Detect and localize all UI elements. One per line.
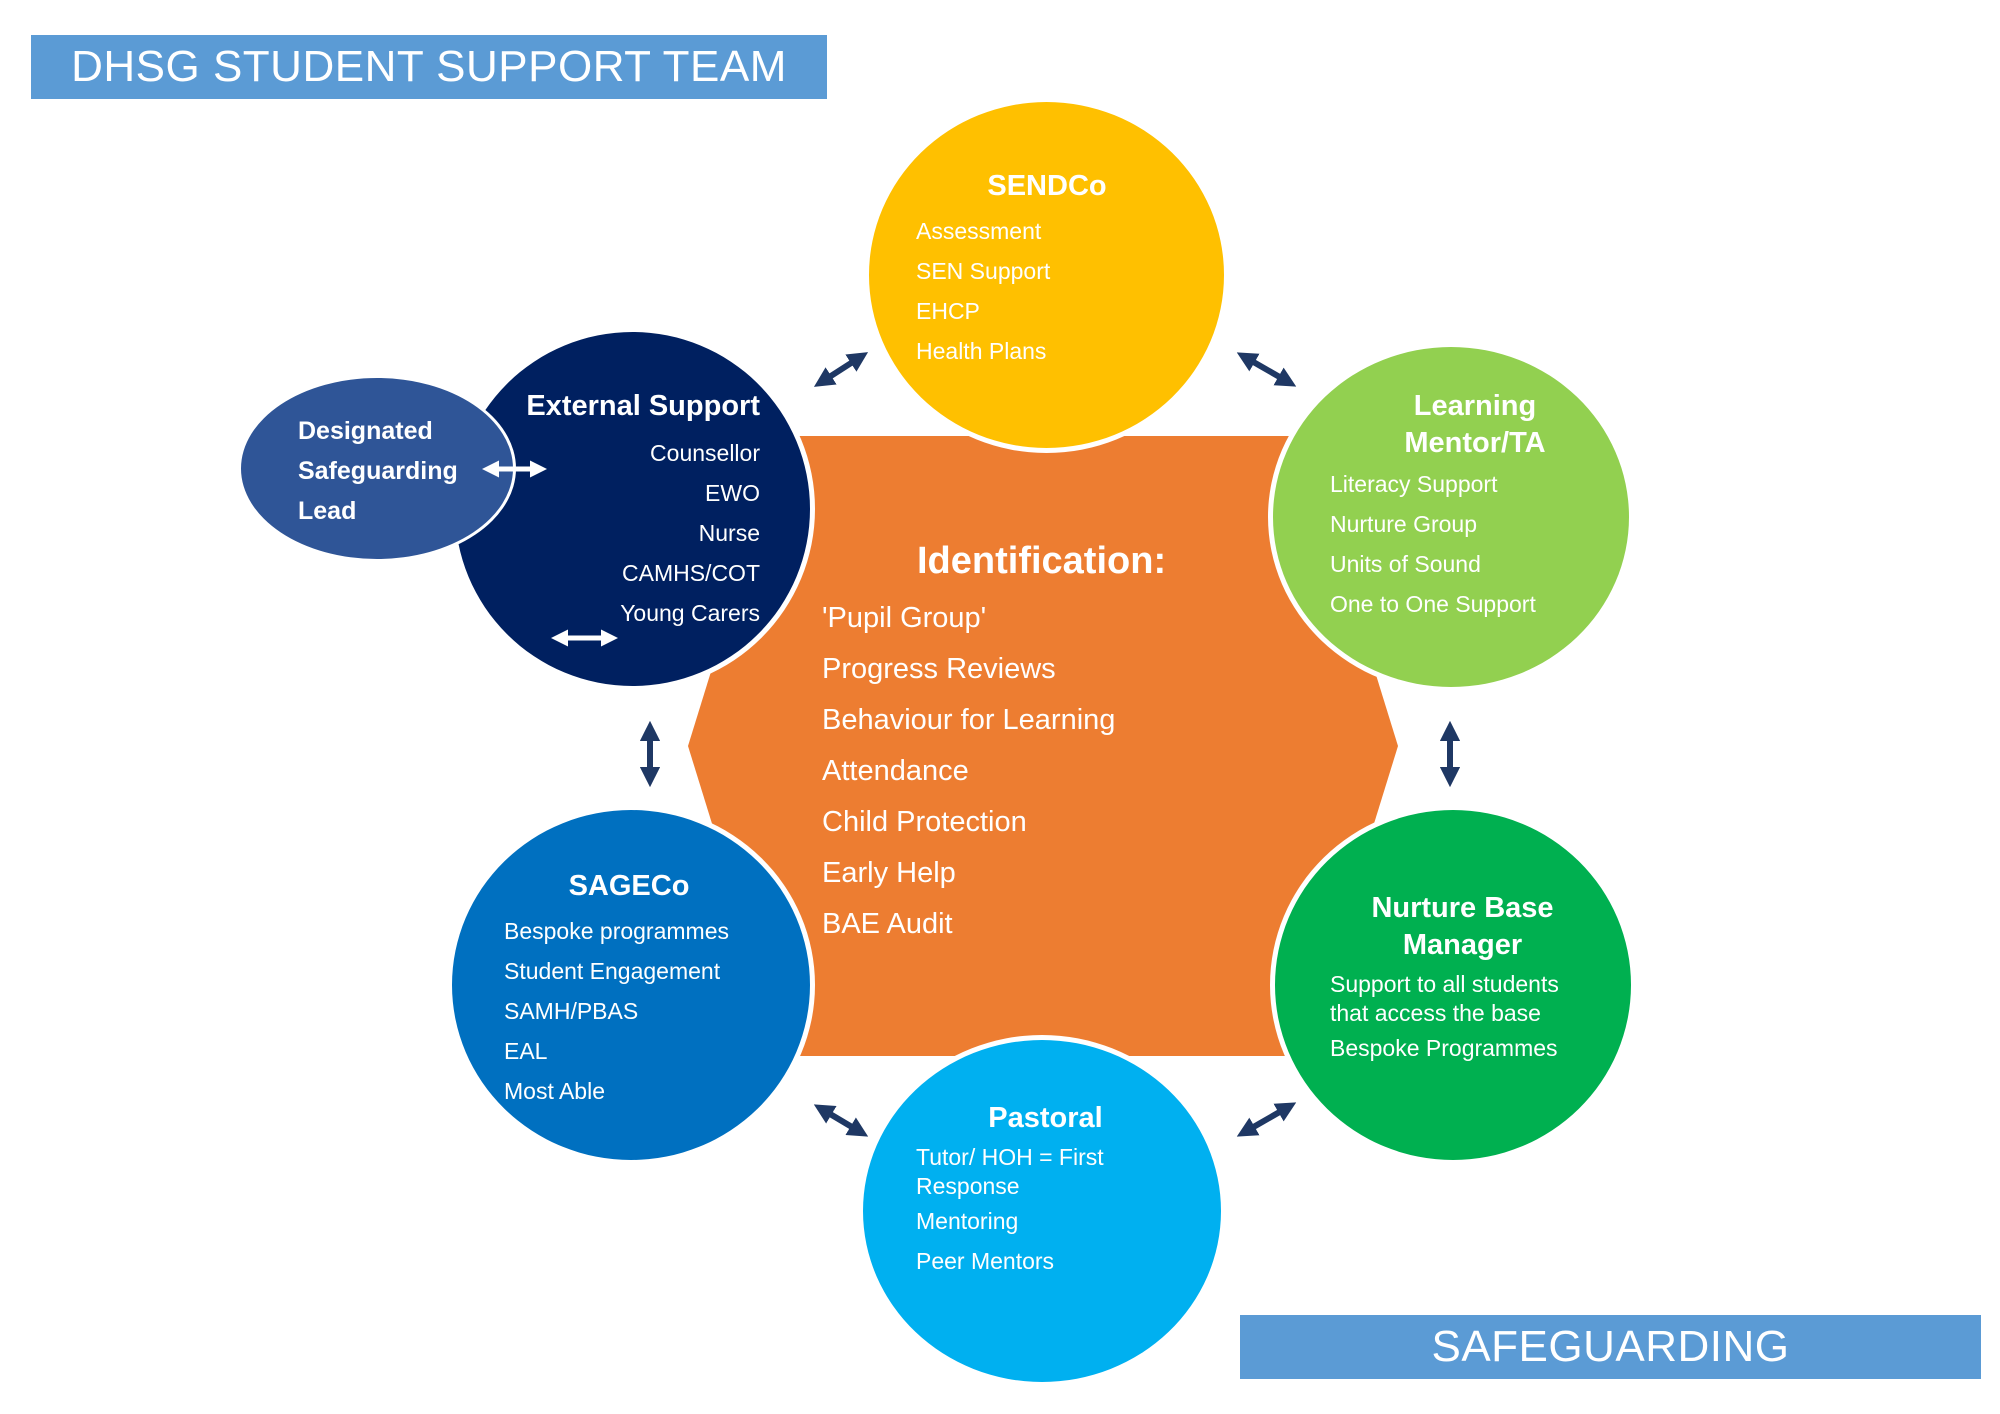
identification-item: Progress Reviews [822, 653, 1056, 685]
identification-item: Behaviour for Learning [822, 704, 1116, 736]
sendco-item: Health Plans [916, 338, 1047, 364]
identification-text: Identification: 'Pupil Group' Progress R… [822, 540, 1166, 950]
double-arrow-icon [1236, 1102, 1297, 1137]
safeguarding-banner: SAFEGUARDING [1240, 1315, 1981, 1379]
nurture-base-item-line: that access the base [1330, 1000, 1541, 1026]
pastoral-item-line: Tutor/ HOH = First [916, 1144, 1104, 1170]
learning-mentor-text: Learning Mentor/TA Literacy Support Nurt… [1330, 388, 1590, 624]
identification-item: Early Help [822, 857, 956, 889]
nurture-base-circle [1270, 805, 1636, 1165]
external-support-item: Nurse [698, 520, 760, 546]
sendco-item: SEN Support [916, 258, 1051, 284]
nurture-base-title-line2: Manager [1402, 929, 1523, 961]
external-support-item: Counsellor [650, 440, 760, 466]
nurture-base-item: Bespoke Programmes [1330, 1035, 1558, 1061]
identification-item: BAE Audit [822, 908, 953, 940]
sageco-item: SAMH/PBAS [504, 998, 639, 1024]
pastoral-item: Peer Mentors [916, 1248, 1055, 1274]
nurture-base-item-line: Support to all students [1330, 971, 1559, 997]
learning-mentor-title-line1: Learning [1413, 390, 1537, 422]
learning-mentor-item: One to One Support [1330, 591, 1536, 617]
learning-mentor-item: Units of Sound [1330, 551, 1481, 577]
dsl-line: Lead [298, 497, 357, 525]
title-banner: DHSG STUDENT SUPPORT TEAM [31, 35, 827, 99]
learning-mentor-item: Literacy Support [1330, 471, 1498, 497]
external-support-item: Young Carers [620, 600, 760, 626]
pastoral-text: Pastoral Tutor/ HOH = First Response Men… [916, 1100, 1178, 1281]
sageco-circle [447, 805, 815, 1165]
sageco-item: EAL [504, 1038, 548, 1064]
sageco-item: Most Able [504, 1078, 605, 1104]
sageco-item: Student Engagement [504, 958, 721, 984]
identification-item: 'Pupil Group' [822, 602, 987, 634]
dsl-line: Safeguarding [298, 457, 458, 485]
external-support-title: External Support [526, 390, 760, 422]
external-support-circle [450, 327, 815, 691]
safeguarding-label: SAFEGUARDING [1431, 1322, 1790, 1371]
learning-mentor-circle [1268, 342, 1634, 692]
sendco-circle [864, 97, 1229, 453]
nurture-base-title-line1: Nurture Base [1371, 892, 1554, 924]
pastoral-item-line: Response [916, 1173, 1020, 1199]
external-support-item: CAMHS/COT [622, 560, 760, 586]
learning-mentor-title-line2: Mentor/TA [1404, 427, 1546, 459]
pastoral-item: Mentoring [916, 1208, 1019, 1234]
sendco-item: EHCP [916, 298, 980, 324]
sendco-item: Assessment [916, 218, 1042, 244]
nurture-base-text: Nurture Base Manager Support to all stud… [1330, 890, 1600, 1068]
double-arrow-icon [813, 352, 869, 387]
identification-title: Identification: [917, 540, 1167, 582]
sageco-text: SAGECo Bespoke programmes Student Engage… [504, 868, 764, 1111]
double-arrow-icon [813, 1104, 869, 1137]
sageco-title: SAGECo [568, 870, 690, 902]
identification-item: Attendance [822, 755, 969, 787]
page-title: DHSG STUDENT SUPPORT TEAM [71, 42, 787, 91]
identification-item: Child Protection [822, 806, 1027, 838]
sageco-item: Bespoke programmes [504, 918, 729, 944]
sendco-text: SENDCo Assessment SEN Support EHCP Healt… [916, 168, 1178, 371]
double-arrow-icon [1236, 352, 1297, 387]
learning-mentor-item: Nurture Group [1330, 511, 1478, 537]
sendco-title: SENDCo [987, 170, 1107, 202]
pastoral-title: Pastoral [988, 1102, 1103, 1134]
external-support-text: External Support Counsellor EWO Nurse CA… [510, 388, 760, 633]
pastoral-circle [858, 1035, 1226, 1387]
designated-safeguarding-lead-text: Designated Safeguarding Lead [298, 411, 458, 531]
dsl-line: Designated [298, 417, 433, 445]
external-support-item: EWO [705, 480, 760, 506]
